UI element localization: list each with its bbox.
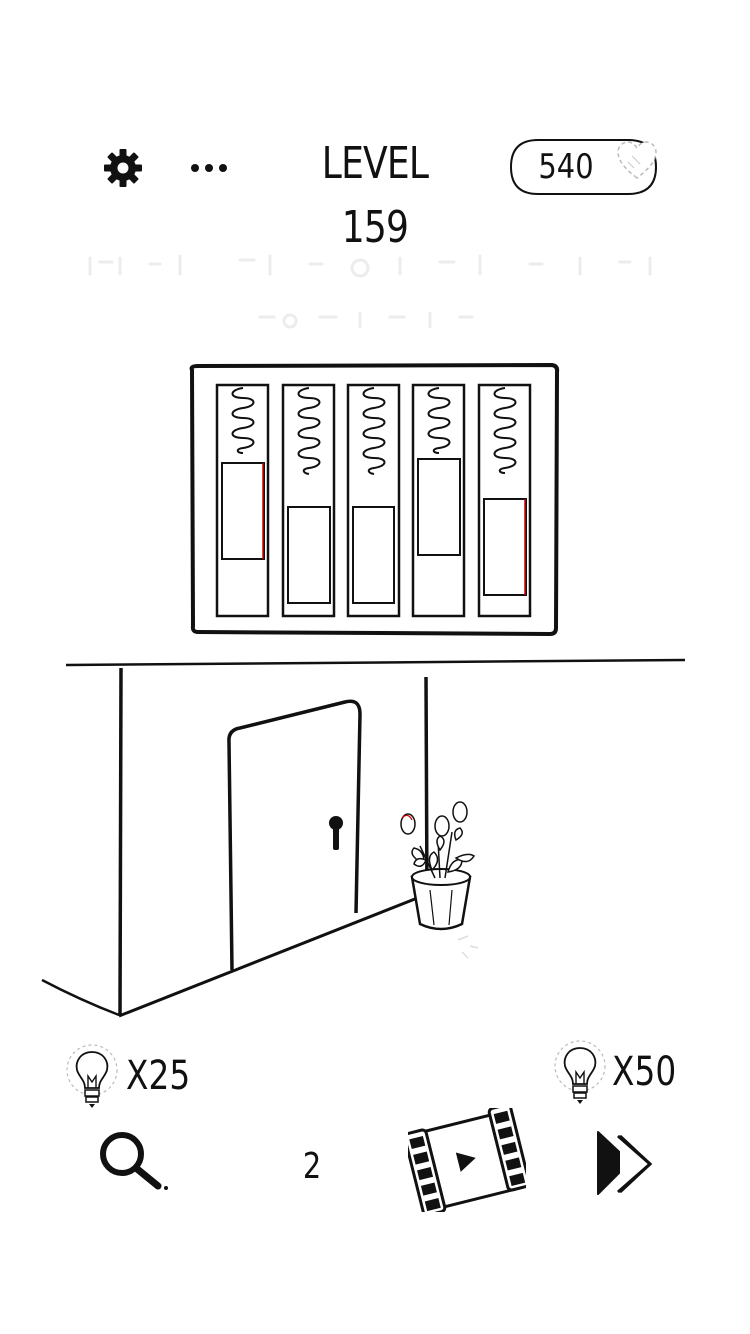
skip-level-button[interactable] <box>594 1126 660 1198</box>
hint-big-cost: X50 <box>612 1049 677 1095</box>
coins-value: 540 <box>538 147 594 187</box>
hint-big-button[interactable]: X50 <box>552 1036 682 1116</box>
spring-slot-3[interactable] <box>346 383 401 618</box>
door[interactable] <box>227 699 362 971</box>
search-button[interactable] <box>96 1128 176 1194</box>
flower-pot[interactable] <box>400 801 479 959</box>
heart-icon <box>617 141 657 179</box>
film-play-icon <box>403 1103 531 1217</box>
ellipsis-icon <box>191 164 227 172</box>
more-button[interactable] <box>186 150 232 186</box>
gear-icon <box>104 149 142 187</box>
settings-button[interactable] <box>100 145 146 191</box>
hint-text-line-1 <box>60 250 690 280</box>
level-title: LEVEL 159 <box>321 138 429 253</box>
spring-slot-4[interactable] <box>411 383 466 618</box>
watch-video-button[interactable] <box>403 1103 531 1217</box>
game-scene <box>41 362 686 1018</box>
spring-slot-2[interactable] <box>281 383 336 618</box>
tap-counter: 2 <box>302 1146 322 1187</box>
hint-small-cost: X25 <box>126 1053 191 1099</box>
coins-counter[interactable]: 540 <box>508 136 658 198</box>
lightbulb-icon <box>66 1044 118 1108</box>
lightbulb-icon <box>554 1040 606 1104</box>
spring-slot-5[interactable] <box>477 383 532 618</box>
spring-slot-1[interactable] <box>215 383 270 618</box>
hint-small-button[interactable]: X25 <box>64 1040 194 1120</box>
fast-forward-icon <box>597 1131 653 1195</box>
magnifier-icon <box>100 1132 168 1190</box>
hint-text-line-2 <box>60 305 690 335</box>
keyhole-icon <box>329 816 343 850</box>
